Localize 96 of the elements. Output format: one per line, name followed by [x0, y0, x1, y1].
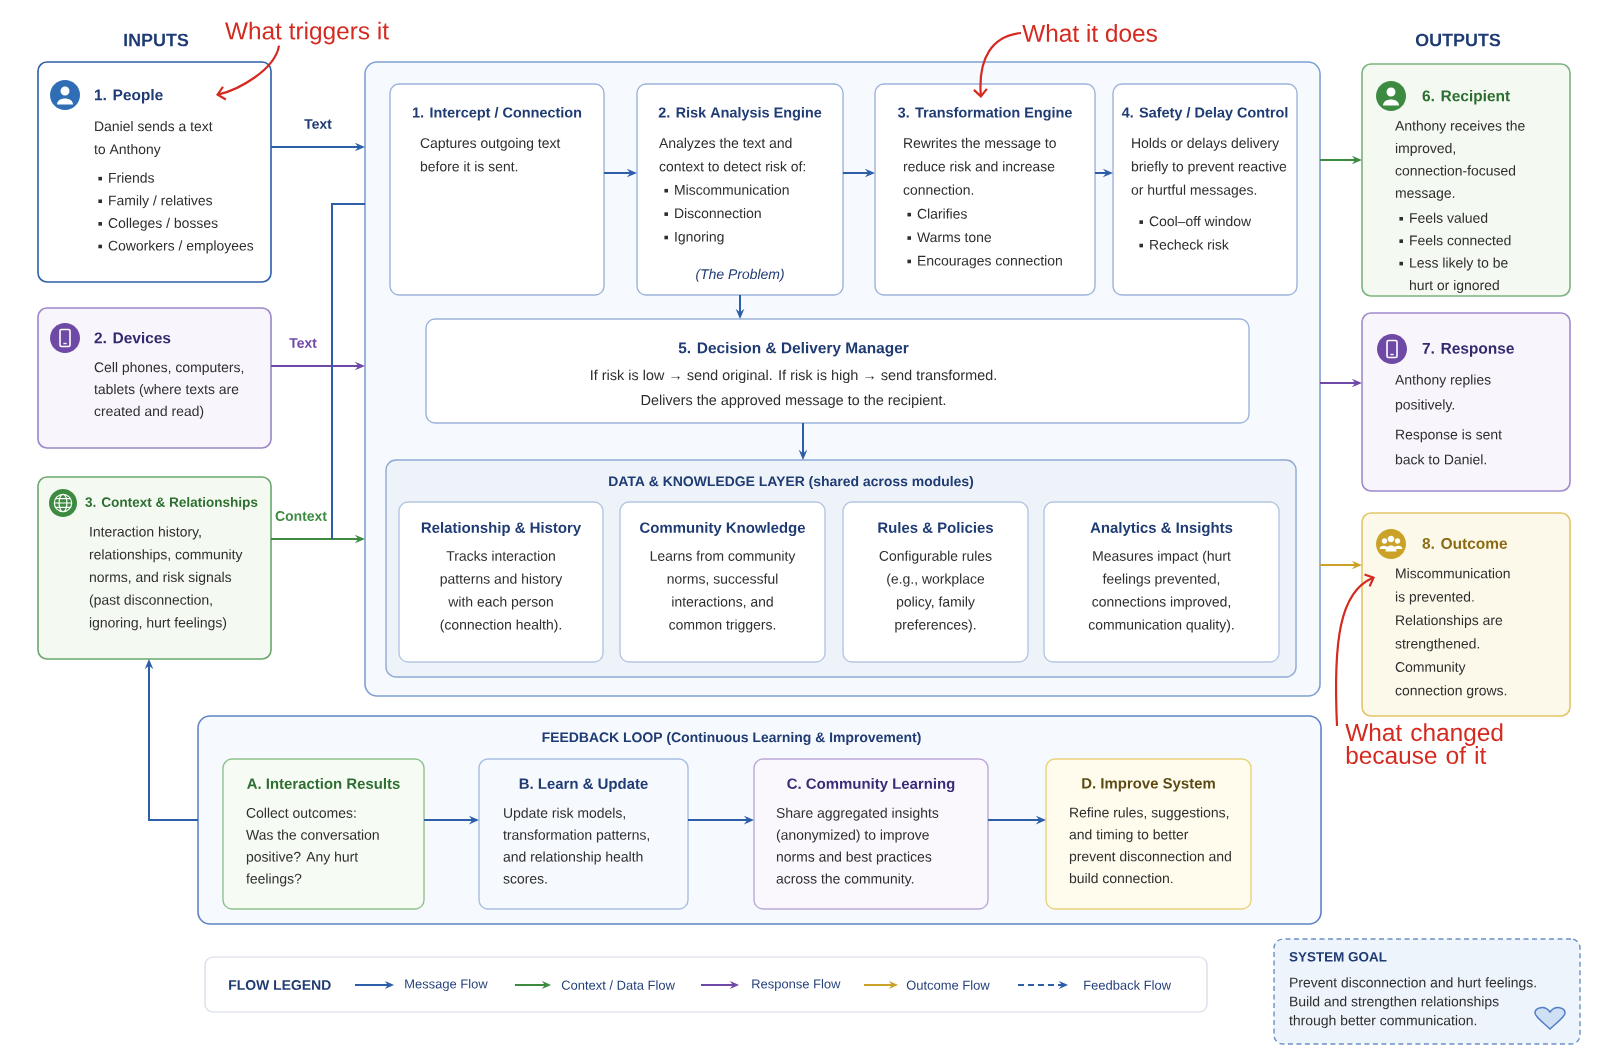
- box-heading: A. Interaction Results: [247, 778, 400, 789]
- goal-box: [1273, 938, 1581, 1045]
- box-heading: B. Learn & Update: [519, 778, 648, 792]
- module-box: [425, 318, 1250, 424]
- bullet-text: Cool–off window: [1149, 216, 1252, 227]
- box-text: Refine rules, suggestions, and timing to better prevent disconnection and build connection.: [1069, 807, 1231, 884]
- step-box: [478, 758, 689, 910]
- box-heading: 2. Devices: [94, 332, 171, 344]
- box-text: Tracks interaction patterns and history with each person (connection health).: [440, 550, 563, 633]
- box-text: Rewrites the message to reduce risk and increase connection.: [903, 137, 1056, 195]
- box-text: Anthony receives the improved, connection-focused message.: [1395, 120, 1525, 201]
- bullet-text: Disconnection: [675, 208, 761, 219]
- legend-label: Outcome Flow: [906, 980, 990, 990]
- box-text: Analyzes the text and context to detect risk of:: [659, 137, 806, 172]
- box-text: Captures outgoing text before it is sent.: [420, 137, 561, 172]
- bullet-text: Friends: [109, 172, 154, 183]
- box-text: Anthony replies positively.: [1395, 374, 1491, 413]
- box-text: Miscommunication is prevented. Relationships are strengthened. Community connection grows.: [1395, 568, 1510, 699]
- box-text: Configurable rules (e.g., workplace policy, family preferences).: [879, 550, 992, 633]
- bullet-text: Clarifies: [917, 208, 967, 219]
- box-text: Daniel sends a text to Anthony: [94, 121, 213, 157]
- box-text: Prevent disconnection and hurt feelings. Build and strengthen relationships through better communication.: [1289, 977, 1536, 1029]
- annotation-text: What triggers it: [225, 21, 389, 45]
- data-box: [619, 501, 826, 663]
- box-heading: 7. Response: [1422, 343, 1514, 357]
- bullet-text: Recheck risk: [1150, 239, 1229, 250]
- box-heading: 3. Context & Relationships: [85, 497, 258, 510]
- legend-label: Response Flow: [752, 978, 841, 992]
- box-text: Response is sent back to Daniel.: [1395, 429, 1502, 465]
- box-text: Holds or delays delivery briefly to prevent reactive or hurtful messages.: [1131, 137, 1287, 198]
- data-box: [398, 501, 604, 663]
- edge-label: Text: [287, 336, 319, 350]
- annotation-text: What it does: [1022, 24, 1157, 42]
- box-heading: 6. Recipient: [1422, 90, 1510, 105]
- bullet-text: Less likely to be hurt or ignored: [1410, 257, 1508, 293]
- output-card: [1361, 512, 1571, 717]
- connector-line: [331, 203, 366, 540]
- input-card: [37, 476, 272, 660]
- bullet-text: Colleges / bosses: [108, 217, 218, 231]
- box-text: If risk is low → send original. If risk is high → send transformed.: [591, 369, 996, 384]
- bullet-text: Feels connected: [1410, 235, 1511, 246]
- box-heading: Community Knowledge: [640, 522, 805, 536]
- box-heading: SYSTEM GOAL: [1289, 952, 1387, 962]
- module-box: [389, 83, 605, 296]
- bullet-text: Feels valued: [1410, 212, 1488, 223]
- box-heading: C. Community Learning: [787, 778, 955, 792]
- note-text: (The Problem): [696, 268, 784, 282]
- annotation-arrow: [973, 31, 1022, 98]
- box-heading: 4. Safety / Delay Control: [1121, 107, 1288, 121]
- data-box: [1043, 501, 1280, 663]
- bullet-text: Family / relatives: [109, 195, 213, 209]
- step-box: [1045, 758, 1252, 910]
- data-box: [842, 501, 1029, 663]
- panel-heading: DATA & KNOWLEDGE LAYER (shared across modules): [609, 476, 974, 489]
- module-box: [636, 83, 844, 296]
- output-card: [1361, 63, 1571, 297]
- box-text: Share aggregated insights (anonymized) to improve norms and best practices across the community.: [776, 807, 939, 887]
- box-text: Measures impact (hurt feelings prevented, connections improved, communication quality).: [1088, 550, 1234, 633]
- input-card: [37, 61, 272, 283]
- box-text: Interaction history, relationships, community norms, and risk signals (past disconnection, ignoring, hurt feelings): [89, 526, 243, 631]
- box-heading: 3. Transformation Engine: [898, 107, 1072, 121]
- box-heading: D. Improve System: [1082, 778, 1215, 792]
- legend-label: Message Flow: [405, 978, 488, 992]
- bullet-text: Coworkers / employees: [108, 240, 254, 254]
- bullet-text: Warms tone: [917, 232, 992, 243]
- bullet-text: Miscommunication: [675, 184, 789, 195]
- legend-label: Context / Data Flow: [561, 980, 675, 990]
- box-heading: 1. Intercept / Connection: [412, 107, 582, 121]
- box-text: Update risk models, transformation patterns, and relationship health scores.: [503, 807, 650, 884]
- legend-title: FLOW LEGEND: [229, 980, 331, 990]
- box-heading: 8. Outcome: [1422, 538, 1507, 549]
- box-heading: Rules & Policies: [878, 522, 993, 533]
- column-heading: OUTPUTS: [1415, 33, 1501, 47]
- box-heading: Analytics & Insights: [1090, 522, 1233, 536]
- box-heading: 2. Risk Analysis Engine: [658, 107, 822, 121]
- box-text: Collect outcomes: Was the conversation positive? Any hurt feelings?: [246, 807, 379, 887]
- panel-heading: FEEDBACK LOOP (Continuous Learning & Improvement): [542, 732, 921, 746]
- annotation-arrow: [1334, 573, 1375, 727]
- step-box: [753, 758, 989, 910]
- box-text: Learns from community norms, successful interactions, and common triggers.: [650, 550, 796, 633]
- box-heading: Relationship & History: [421, 522, 582, 536]
- output-card: [1361, 312, 1571, 492]
- input-card: [37, 307, 272, 449]
- module-box: [874, 83, 1096, 296]
- box-text: Delivers the approved message to the recipient.: [641, 394, 946, 408]
- bullet-text: Ignoring: [675, 231, 724, 245]
- edge-label: Text: [302, 117, 334, 131]
- step-box: [222, 758, 425, 910]
- box-heading: 1. People: [94, 89, 163, 104]
- box-heading: 5. Decision & Delivery Manager: [678, 342, 909, 357]
- module-box: [1112, 83, 1298, 296]
- legend-label: Feedback Flow: [1084, 980, 1172, 990]
- bullet-text: Encourages connection: [918, 255, 1062, 269]
- box-text: Cell phones, computers, tablets (where texts are created and read): [94, 362, 244, 419]
- edge-label: Context: [273, 509, 329, 523]
- annotation-text: What changed because of it: [1345, 723, 1503, 765]
